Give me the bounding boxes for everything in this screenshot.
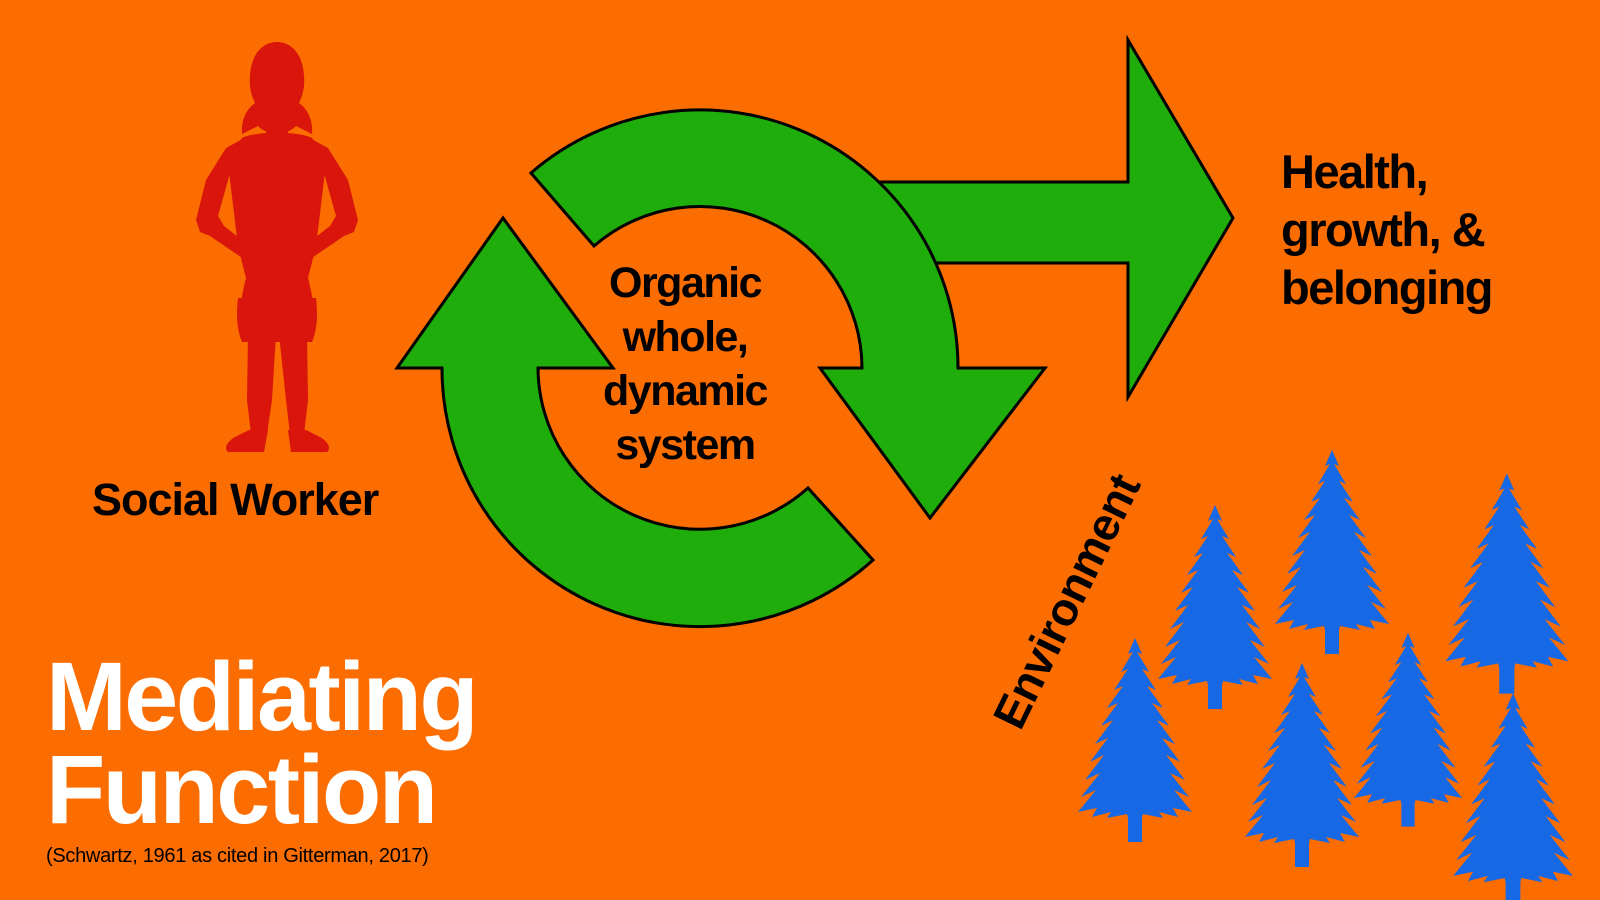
pine-tree-icon: [1158, 505, 1272, 709]
cycle-arrow-top-icon: [528, 108, 1049, 521]
pine-tree-icon: [1353, 632, 1463, 827]
citation: (Schwartz, 1961 as cited in Gitterman, 2…: [46, 845, 429, 867]
forest: [1078, 450, 1573, 900]
cycle-label: Organic whole, dynamic system: [603, 259, 768, 469]
social-worker-label: Social Worker: [92, 474, 379, 525]
pine-tree-icon: [1245, 663, 1359, 867]
cycle-arrow-bottom-icon: [394, 215, 876, 629]
pine-tree-icon: [1275, 450, 1389, 654]
woman-silhouette-icon: [196, 42, 358, 452]
pine-tree-icon: [1445, 473, 1569, 694]
outcome-label: Health, growth, & belonging: [1281, 145, 1494, 314]
pine-tree-icon: [1453, 693, 1573, 900]
page-title: Mediating Function: [46, 642, 479, 844]
